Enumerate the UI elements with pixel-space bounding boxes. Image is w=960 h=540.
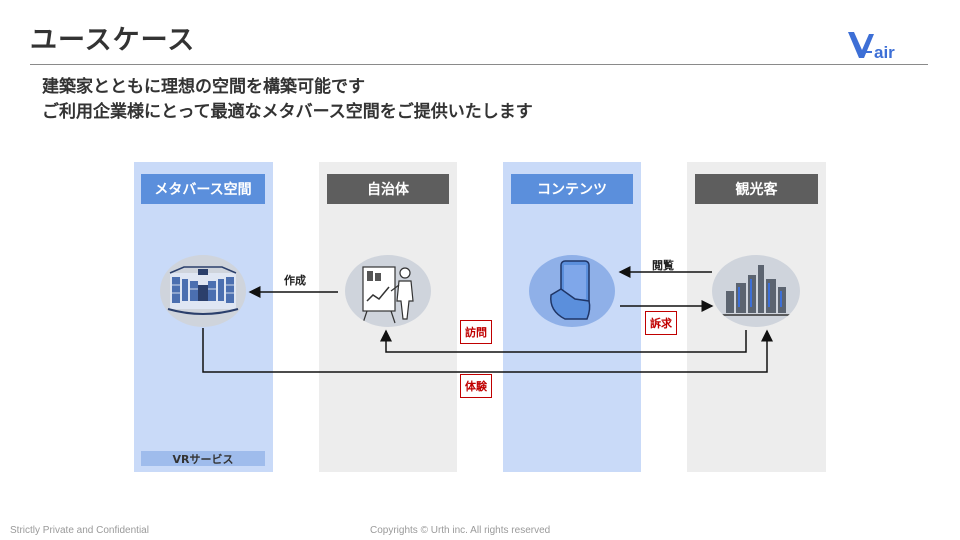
vair-logo: air <box>842 28 922 64</box>
label-visit: 訪問 <box>460 320 492 344</box>
subtitle-line1: 建築家とともに理想の空間を構築可能です <box>42 77 365 97</box>
city-skyline-icon <box>712 255 800 327</box>
label-browse: 閲覧 <box>652 259 674 272</box>
vr-service-label: VRサービス <box>141 451 265 466</box>
header-municipality: 自治体 <box>327 174 449 204</box>
experience-arrow <box>202 328 773 373</box>
header-metaverse: メタバース空間 <box>141 174 265 204</box>
label-create: 作成 <box>284 274 306 287</box>
metaverse-room-icon <box>160 255 246 327</box>
logo-text: air <box>874 43 895 62</box>
footer-copyright: Copyrights © Urth inc. All rights reserv… <box>370 525 551 536</box>
label-appeal: 訴求 <box>645 311 677 335</box>
visit-arrow <box>380 329 747 353</box>
label-experience: 体験 <box>460 374 492 398</box>
footer-confidential: Strictly Private and Confidential <box>10 525 149 536</box>
header-content: コンテンツ <box>511 174 633 204</box>
smartphone-in-hand-icon <box>529 255 615 327</box>
architect-planning-icon <box>345 255 431 327</box>
subtitle-line2: ご利用企業様にとって最適なメタバース空間をご提供いたします <box>42 102 533 122</box>
header-tourist: 観光客 <box>695 174 818 204</box>
page-title: ユースケース <box>30 25 196 56</box>
title-divider <box>30 64 928 65</box>
